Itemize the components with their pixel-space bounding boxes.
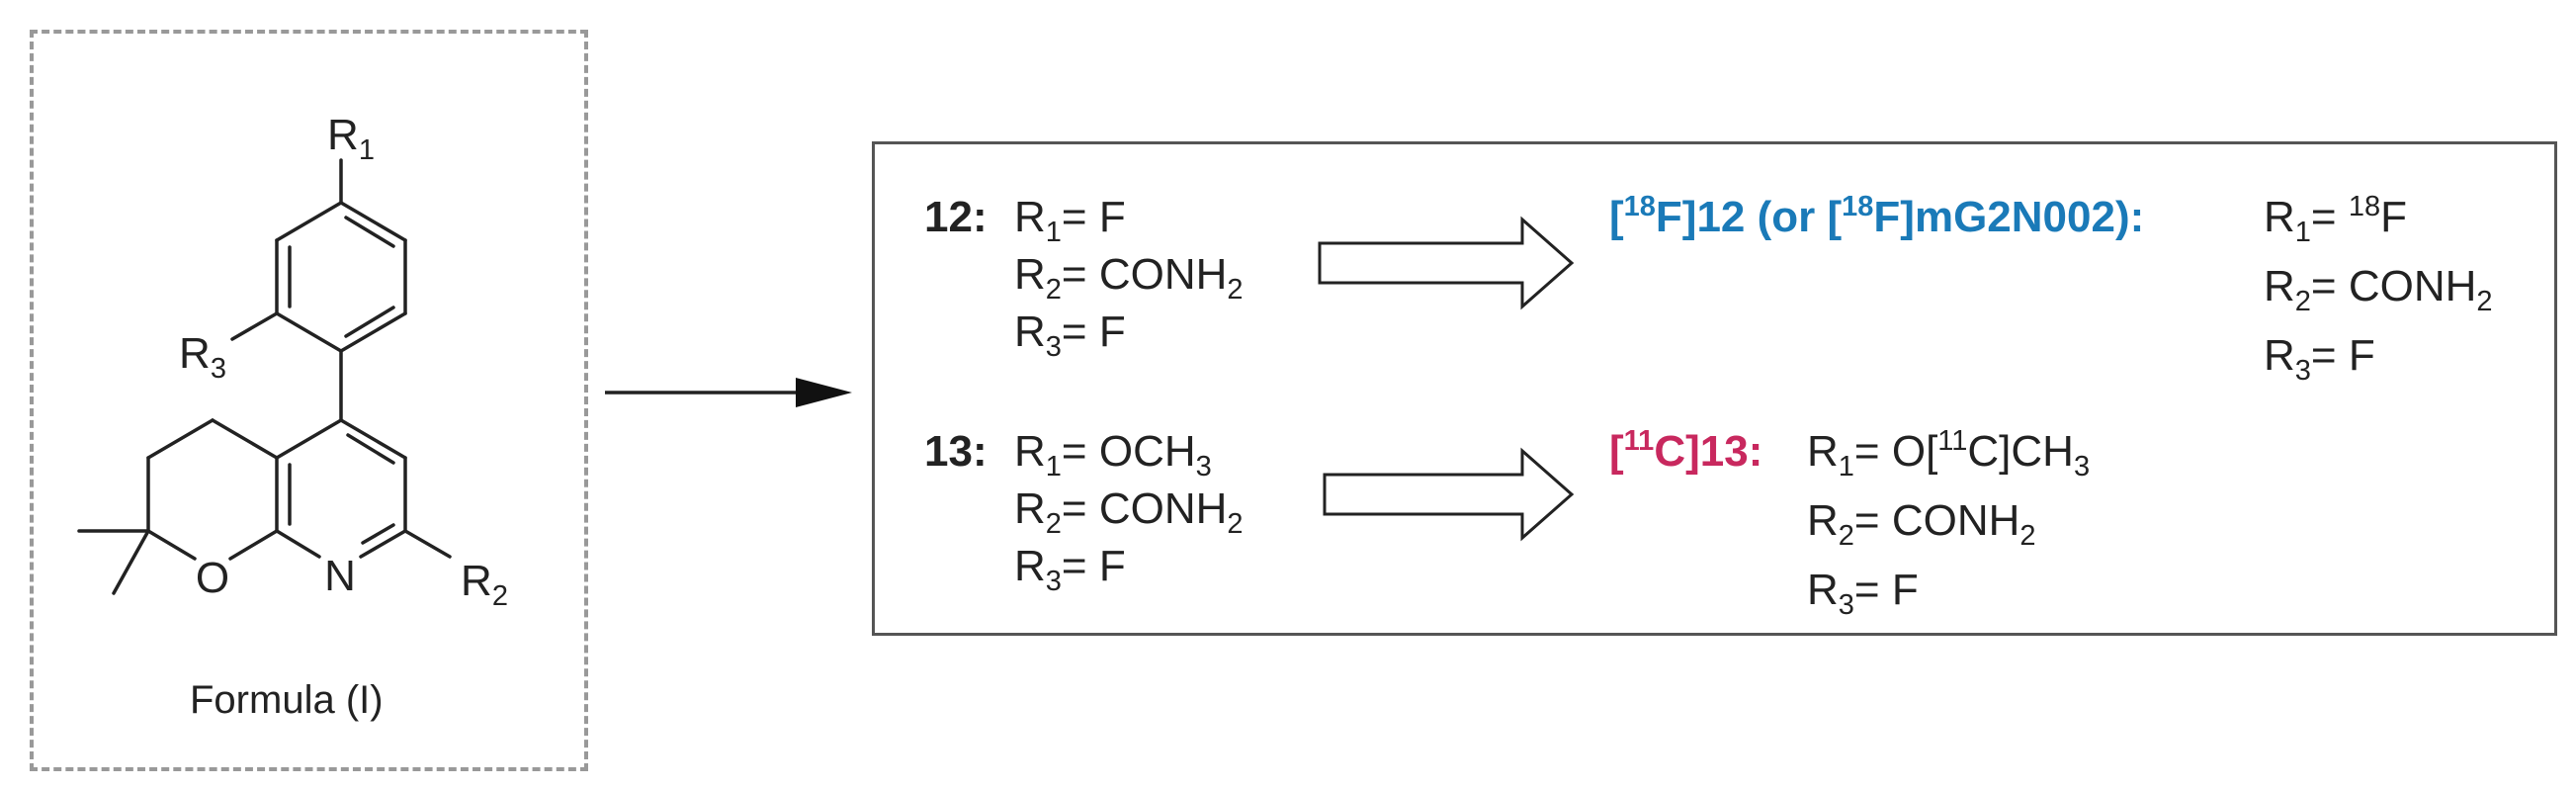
product-11c-r3: R3= F xyxy=(1807,566,1919,621)
formula-panel xyxy=(30,30,588,771)
bond xyxy=(275,201,343,242)
bond xyxy=(211,418,279,460)
product-18f-r2: R2= CONH2 xyxy=(2264,262,2493,317)
formula-caption: Formula (I) xyxy=(190,678,384,722)
atom-o: O xyxy=(195,554,230,602)
bond xyxy=(339,201,407,242)
compound-12-r1: R1= F xyxy=(1014,193,1126,248)
bond xyxy=(228,529,279,561)
atom-r2: R2 xyxy=(461,557,508,612)
atom-r1: R1 xyxy=(327,111,375,166)
compound-13-r3: R3= F xyxy=(1014,542,1126,597)
bond xyxy=(359,529,407,559)
hollow-arrow-13 xyxy=(1323,447,1575,542)
compound-12-r3: R3= F xyxy=(1014,307,1126,363)
compound-13-r1: R1= OCH3 xyxy=(1014,427,1212,483)
double-bond-inner xyxy=(361,523,395,545)
compound-12-id: 12: xyxy=(924,193,987,241)
reaction-arrow-head xyxy=(796,378,852,407)
bond xyxy=(275,529,321,559)
product-18f-r1: R1= 18F xyxy=(2264,191,2407,248)
double-bond-inner xyxy=(344,216,395,248)
compounds-panel xyxy=(872,141,2557,636)
product-11c-r2: R2= CONH2 xyxy=(1807,496,2036,552)
double-bond-inner xyxy=(346,433,395,465)
bond xyxy=(275,418,343,460)
bond xyxy=(403,529,452,559)
bond xyxy=(339,311,407,353)
bond xyxy=(146,418,215,460)
hollow-arrow-12 xyxy=(1318,216,1575,310)
product-11c-r1: R1= O[11C]CH3 xyxy=(1807,425,2091,483)
product-18f-name: [18F]12 (or [18F]mG2N002): xyxy=(1609,191,2145,241)
product-18f-r3: R3= F xyxy=(2264,331,2375,387)
product-11c-name: [11C]13: xyxy=(1609,425,1763,476)
compound-13-r2: R2= CONH2 xyxy=(1014,484,1244,540)
compound-13-id: 13: xyxy=(924,427,987,476)
bond xyxy=(146,529,197,561)
bond xyxy=(230,311,279,341)
methyl-bond xyxy=(112,529,150,595)
bond xyxy=(339,418,407,460)
atom-n: N xyxy=(324,552,356,600)
atom-r3: R3 xyxy=(179,329,226,385)
double-bond-inner xyxy=(344,306,395,338)
bond xyxy=(275,311,343,353)
compound-12-r2: R2= CONH2 xyxy=(1014,250,1244,306)
